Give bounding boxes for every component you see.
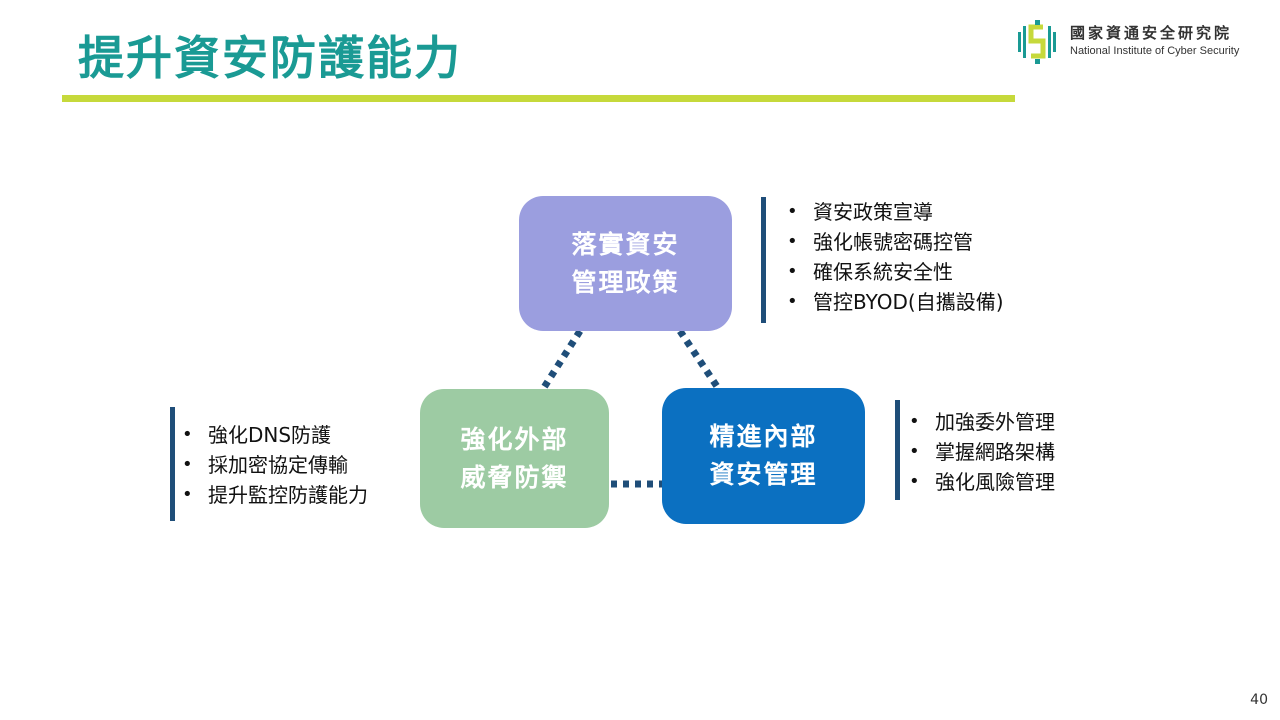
node-top-line2: 管理政策 bbox=[571, 267, 680, 297]
connector-top-left bbox=[540, 329, 583, 391]
node-left-line1: 強化外部 bbox=[460, 424, 569, 454]
node-top-line1: 落實資安 bbox=[571, 229, 680, 259]
node-right-line2: 資安管理 bbox=[709, 460, 818, 489]
list-item: 強化風險管理 bbox=[909, 467, 1055, 497]
institute-logo: 國家資通安全研究院 National Institute of Cyber Se… bbox=[1016, 18, 1266, 66]
list-item: 採加密協定傳輸 bbox=[182, 450, 368, 480]
list-item: 強化帳號密碼控管 bbox=[787, 227, 1004, 257]
connector-top-right bbox=[677, 329, 721, 390]
list-item: 提升監控防護能力 bbox=[182, 480, 368, 510]
page-number: 40 bbox=[1250, 692, 1268, 708]
node-right-line1: 精進內部 bbox=[709, 422, 818, 451]
logo-name-english: National Institute of Cyber Security bbox=[1070, 45, 1240, 57]
node-external-threat-defense: 強化外部 威脅防禦 bbox=[420, 389, 609, 528]
logo-name-chinese: 國家資通安全研究院 bbox=[1070, 24, 1233, 42]
title-underline bbox=[62, 95, 1015, 102]
node-management-policy: 落實資安 管理政策 bbox=[519, 196, 732, 331]
node-left-line2: 威脅防禦 bbox=[460, 462, 569, 492]
slide-title: 提升資安防護能力 bbox=[78, 31, 462, 85]
list-item: 確保系統安全性 bbox=[787, 257, 1004, 287]
bullet-list-bar bbox=[895, 400, 900, 500]
node-internal-security-management: 精進內部 資安管理 bbox=[662, 388, 865, 524]
list-item: 掌握網路架構 bbox=[909, 437, 1055, 467]
nics-logo-icon bbox=[1018, 20, 1056, 64]
list-item: 管控BYOD(自攜設備) bbox=[787, 287, 1003, 317]
bullet-list-bar bbox=[170, 407, 175, 521]
bullet-list-bar bbox=[761, 197, 766, 323]
list-item: 資安政策宣導 bbox=[787, 197, 1004, 227]
list-item: 加強委外管理 bbox=[909, 407, 1055, 437]
list-item: 強化DNS防護 bbox=[182, 420, 368, 450]
